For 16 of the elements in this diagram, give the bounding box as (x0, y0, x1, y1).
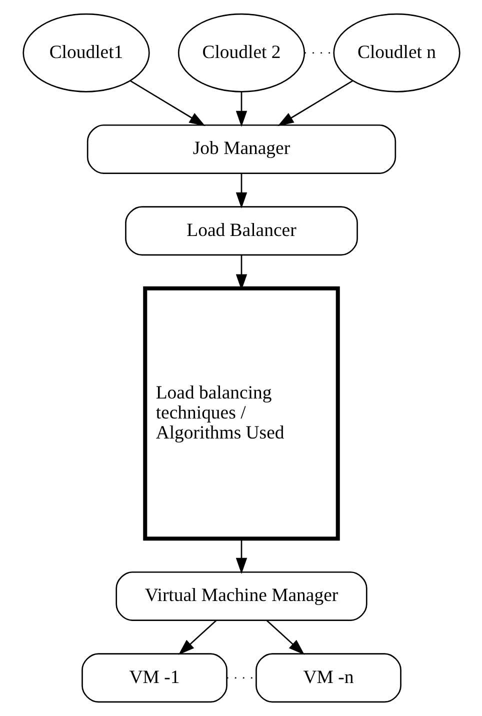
arrow (266, 620, 304, 655)
node-box: Load Balancer (124, 206, 358, 256)
node-box: VM -1 (81, 653, 227, 703)
node-box: Job Manager (86, 124, 396, 174)
arrow (277, 80, 353, 126)
node-ellipse: Cloudlet1 (22, 13, 150, 92)
arrow (178, 620, 216, 655)
arrow (129, 80, 205, 126)
node-ellipse: Cloudlet n (332, 13, 460, 92)
arrow (235, 92, 247, 127)
node-box: Load balancing techniques / Algorithms Used (142, 286, 340, 541)
arrow (235, 173, 247, 208)
node-box: VM -n (255, 653, 401, 703)
arrow (235, 538, 247, 574)
node-ellipse: Cloudlet 2 (177, 13, 305, 92)
node-box: Virtual Machine Manager (115, 571, 367, 621)
